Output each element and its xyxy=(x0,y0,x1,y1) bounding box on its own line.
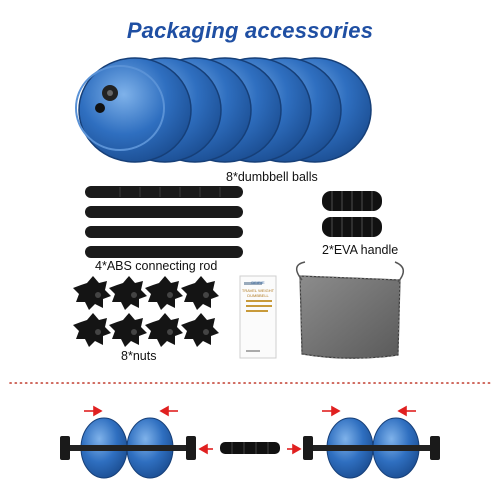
nuts-label: 8*nuts xyxy=(121,349,157,363)
connecting-rods-image xyxy=(85,186,243,258)
eva-handles-image xyxy=(322,191,382,237)
connecting-rod-label: 4*ABS connecting rod xyxy=(95,259,218,273)
assembly-arrows xyxy=(84,405,416,455)
mesh-bag-image xyxy=(296,261,404,359)
dumbbell-balls-label: 8*dumbbell balls xyxy=(226,170,318,184)
manual-booklet-image xyxy=(239,275,277,359)
manual-brand: DEIRIE xyxy=(251,280,265,285)
manual-title: TRAVEL WEIGHT DUMBBELL xyxy=(241,288,275,298)
page-title: Packaging accessories xyxy=(126,18,374,43)
nuts-image xyxy=(73,276,219,347)
assembly-diagram xyxy=(60,417,440,479)
eva-handle-label: 2*EVA handle xyxy=(322,243,399,257)
dumbbell-balls-image xyxy=(75,57,372,163)
